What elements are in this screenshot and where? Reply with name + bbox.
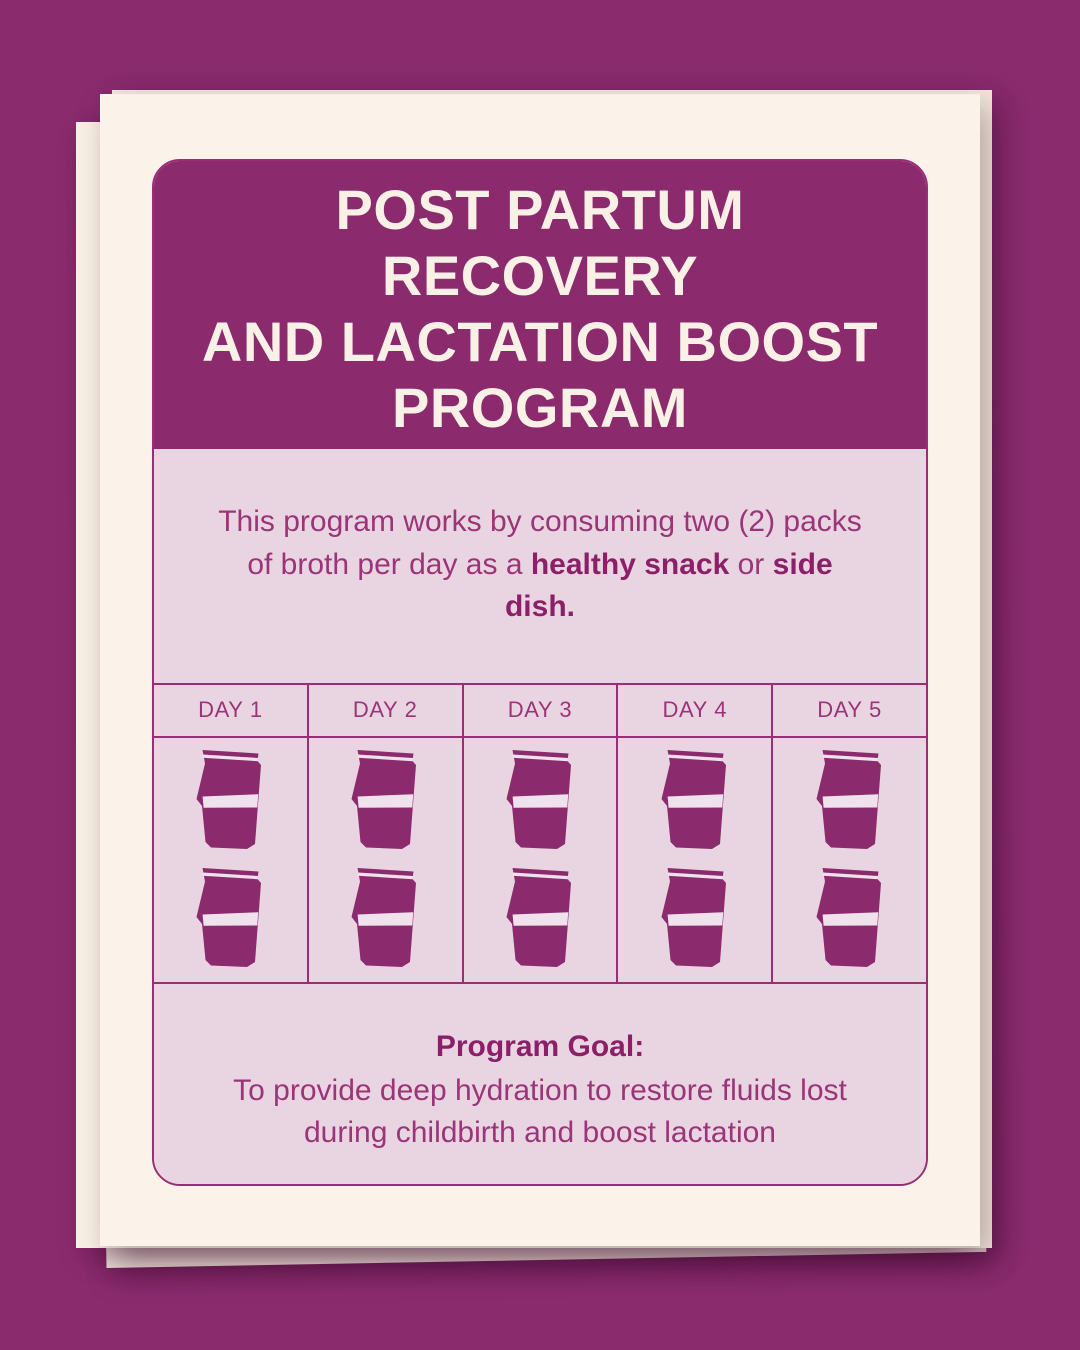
program-description-text: This program works by consuming two (2) … bbox=[210, 501, 870, 629]
program-description: This program works by consuming two (2) … bbox=[154, 449, 926, 685]
broth-pack-icon bbox=[348, 748, 422, 852]
program-goal-text: To provide deep hydration to restore flu… bbox=[233, 1073, 847, 1149]
day-header-label: DAY 5 bbox=[773, 685, 926, 738]
day-column: DAY 5 bbox=[773, 685, 926, 982]
broth-pack-icon bbox=[658, 748, 732, 852]
program-goal: Program Goal: To provide deep hydration … bbox=[154, 983, 926, 1184]
broth-pack-icon bbox=[658, 866, 732, 970]
day-pack-list bbox=[309, 738, 462, 982]
page-title: POST PARTUM RECOVERY AND LACTATION BOOST… bbox=[201, 177, 879, 440]
intro-part2: or bbox=[729, 547, 773, 581]
day-column: DAY 2 bbox=[308, 684, 464, 982]
program-goal-title: Program Goal: bbox=[435, 1029, 645, 1063]
day-pack-list bbox=[773, 738, 926, 982]
day-header-label: DAY 3 bbox=[463, 685, 617, 738]
day-header-label: DAY 4 bbox=[618, 685, 772, 738]
day-header-label: DAY 1 bbox=[154, 685, 307, 738]
day-header-label: DAY 2 bbox=[308, 685, 462, 738]
broth-pack-icon bbox=[503, 748, 577, 852]
broth-pack-icon bbox=[813, 866, 887, 970]
broth-pack-icon bbox=[193, 866, 267, 970]
day-column: DAY 1 bbox=[154, 684, 309, 982]
intro-bold2: side dish. bbox=[504, 547, 833, 624]
broth-pack-icon bbox=[193, 748, 267, 852]
day-column: DAY 4 bbox=[618, 684, 774, 982]
day-pack-list bbox=[618, 738, 771, 982]
intro-part1: This program works by consuming two (2) … bbox=[218, 505, 862, 581]
day-pack-list bbox=[154, 738, 307, 982]
intro-bold1: healthy snack bbox=[530, 547, 730, 581]
broth-pack-icon bbox=[503, 866, 577, 970]
program-card: POST PARTUM RECOVERY AND LACTATION BOOST… bbox=[152, 159, 928, 1186]
broth-pack-icon bbox=[813, 748, 887, 852]
broth-pack-icon bbox=[348, 866, 422, 970]
card-header: POST PARTUM RECOVERY AND LACTATION BOOST… bbox=[154, 161, 926, 449]
day-pack-list bbox=[464, 738, 617, 982]
day-column: DAY 3 bbox=[463, 684, 619, 982]
